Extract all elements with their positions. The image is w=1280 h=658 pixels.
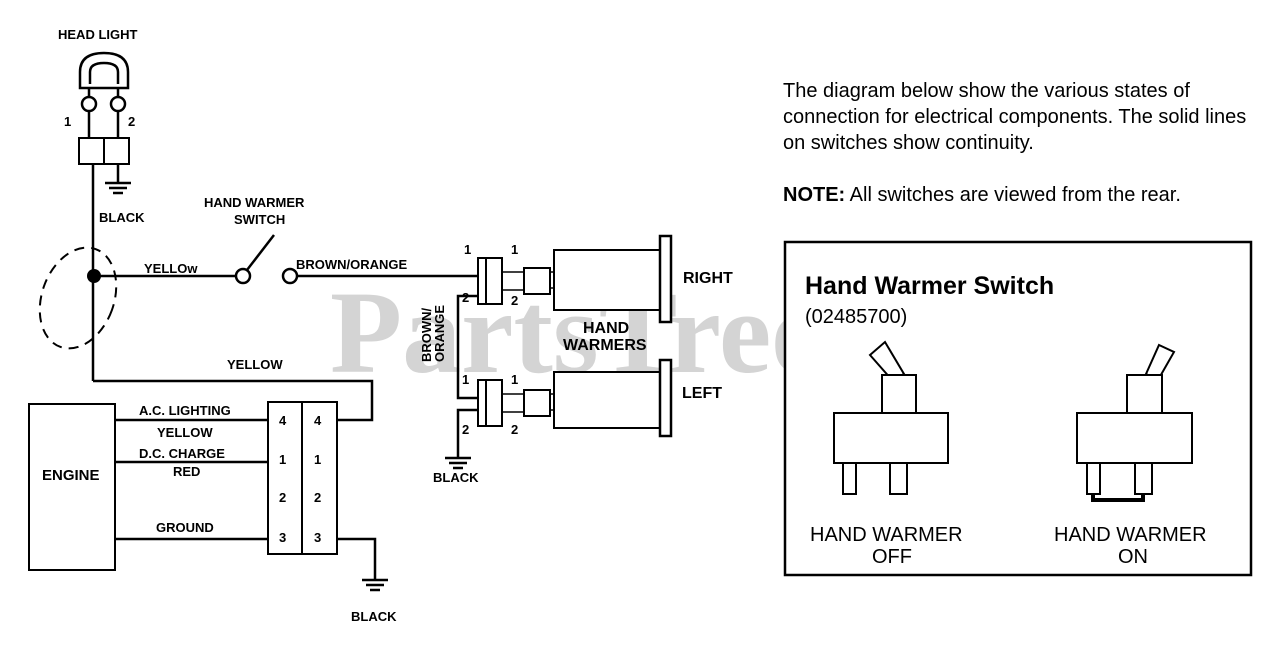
switch-off-caption-1: HAND WARMER [810,524,963,546]
splice-dashed-circle [38,246,118,350]
head-light-pin-1: 1 [64,114,71,129]
brown-orange-vertical-label-2: ORANGE [432,305,447,362]
hand-warmers-label-2: WARMERS [563,337,647,354]
connector-pin-left-3: 2 [279,490,286,505]
hand-warmer-switch-label-2: SWITCH [234,212,285,227]
switch-on-caption-1: HAND WARMER [1054,524,1207,546]
brown-orange-wire-label: BROWN/ORANGE [296,257,408,272]
black-wire-label-bottom: BLACK [351,609,397,624]
switch-off-caption-2: OFF [872,546,912,568]
left-warmer-pin-1b: 1 [511,372,518,387]
switch-on-caption-2: ON [1118,546,1148,568]
hand-warmer-switch-label-1: HAND WARMER [204,195,305,210]
engine-label: ENGINE [42,467,100,484]
ground-wire-label: GROUND [156,520,214,535]
left-warmer-pin-1a: 1 [462,372,469,387]
legend-title: Hand Warmer Switch [805,272,1054,300]
black-wire-label-right: BLACK [433,470,479,485]
switch-off-icon [833,340,949,495]
connector-pin-left-2: 1 [279,452,286,467]
right-warmer-pin-2a: 2 [462,290,469,305]
connector-pin-right-3: 2 [314,490,321,505]
left-warmer: 1 1 2 2 LEFT [462,358,722,438]
notes-note: NOTE: All switches are viewed from the r… [783,182,1263,208]
note-label: NOTE: [783,184,846,206]
head-light-pin-2: 2 [128,114,135,129]
red-wire-label: RED [173,464,200,479]
note-text: All switches are viewed from the rear. [849,184,1181,206]
hand-warmers: BROWN/ ORANGE 1 1 2 2 RIGHT HAND WARMERS [419,234,733,485]
connector-pin-right-1: 4 [314,413,322,428]
left-warmer-pin-2a: 2 [462,422,469,437]
head-light: HEAD LIGHT 1 2 BLACK [58,27,145,225]
brown-orange-vertical-label-1: BROWN/ [419,307,434,362]
yellow-engine-label: YELLOW [157,425,213,440]
hand-warmers-label-1: HAND [583,320,629,337]
connector-pin-left-4: 3 [279,530,286,545]
black-wire-label-top: BLACK [99,210,145,225]
ac-lighting-label: A.C. LIGHTING [139,403,231,418]
connector-pin-right-4: 3 [314,530,321,545]
yellow-wire-label-top: YELLOw [144,261,198,276]
right-warmer-pin-1b: 1 [511,242,518,257]
yellow-wire-label-mid: YELLOW [227,357,283,372]
connector-pin-left-1: 4 [279,413,287,428]
switch-legend: Hand Warmer Switch (02485700) HAND WARME… [783,240,1253,577]
dc-charge-label: D.C. CHARGE [139,446,225,461]
notes-intro: The diagram below show the various state… [783,80,1247,154]
diagram-notes: The diagram below show the various state… [783,78,1263,208]
connector-pin-right-2: 1 [314,452,321,467]
right-warmer: 1 1 2 2 RIGHT [462,234,733,324]
right-warmer-pin-1a: 1 [464,242,471,257]
head-light-label: HEAD LIGHT [58,27,138,42]
switch-on-icon [1076,343,1193,502]
right-warmer-label: RIGHT [683,270,733,287]
hand-warmer-switch: HAND WARMER SWITCH YELLOw BROWN/ORANGE [94,195,478,285]
right-warmer-pin-2b: 2 [511,293,518,308]
left-warmer-label: LEFT [682,385,722,402]
legend-part-number: (02485700) [805,306,907,328]
engine-connector: 4 1 2 3 4 1 2 3 [267,401,338,555]
left-warmer-pin-2b: 2 [511,422,518,437]
engine: ENGINE A.C. LIGHTING YELLOW D.C. CHARGE … [28,403,268,571]
